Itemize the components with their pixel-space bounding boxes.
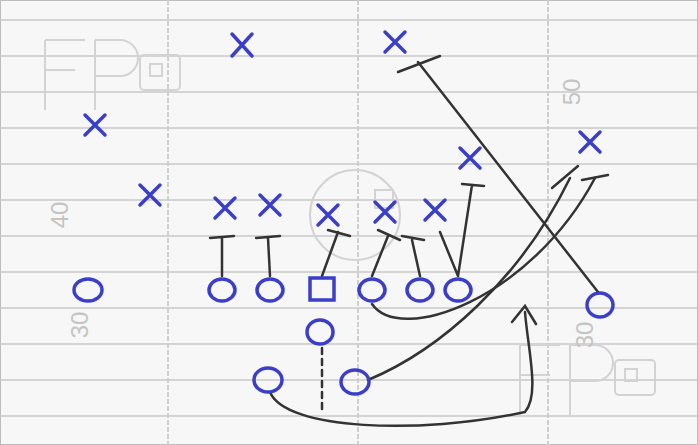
routes (210, 56, 608, 426)
watermark-logo (45, 40, 655, 415)
yard-lines (0, 20, 698, 416)
hash-marks (168, 0, 548, 445)
yard-number: 50 (560, 79, 584, 106)
yard-number: 40 (48, 202, 72, 229)
yard-number: 30 (573, 322, 597, 349)
offense-players (74, 278, 613, 394)
yard-number: 30 (68, 312, 92, 339)
defense-players (85, 32, 600, 225)
